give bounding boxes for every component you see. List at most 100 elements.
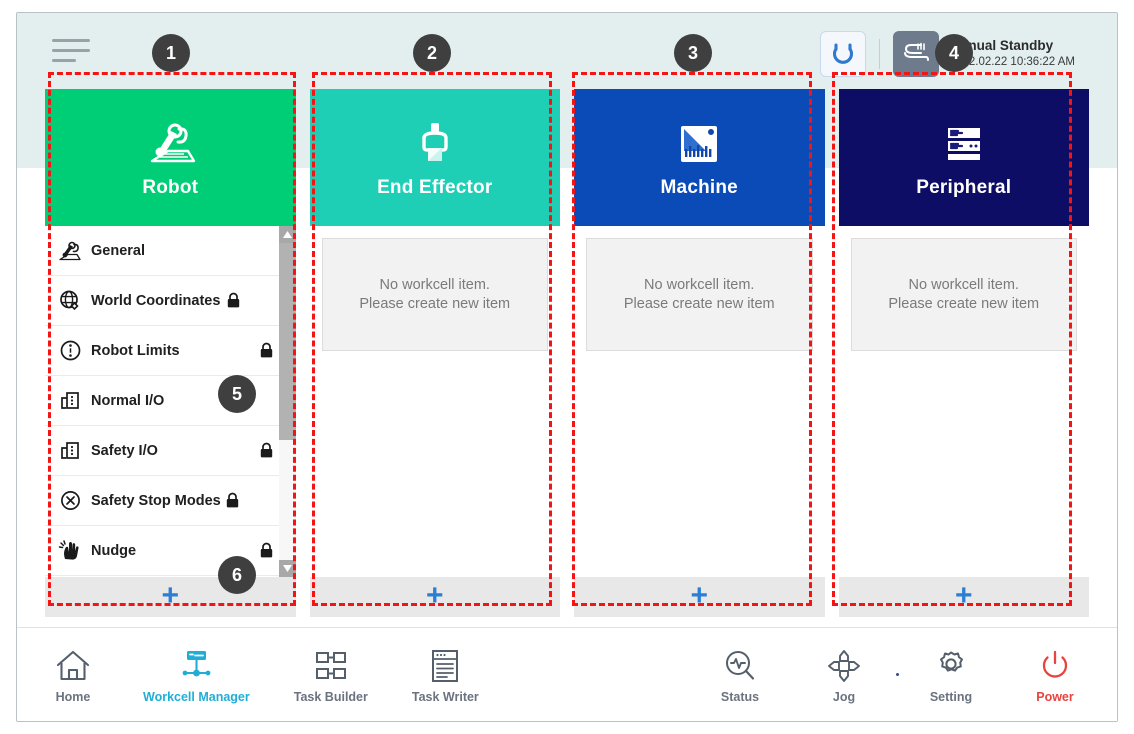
scroll-up-arrow-icon[interactable] — [278, 226, 296, 243]
nav-item-task-writer[interactable]: Task Writer — [412, 646, 479, 704]
list-item-world-coordinates[interactable]: World Coordinates — [45, 276, 296, 326]
list-item-label: Safety Stop Modes — [91, 492, 221, 509]
empty-line-1: No workcell item. — [908, 277, 1019, 293]
list-item-safety-io[interactable]: Safety I/O — [45, 426, 296, 476]
nav-label: Home — [55, 689, 91, 704]
add-robot-item-button[interactable]: + — [45, 577, 296, 617]
column-body-machine: No workcell item. Please create new item — [574, 226, 825, 577]
column-header-machine[interactable]: Machine — [574, 89, 825, 226]
stop-x-circle-icon — [53, 489, 87, 512]
nav-item-power[interactable]: Power — [1029, 646, 1081, 704]
list-item-general[interactable]: General — [45, 226, 296, 276]
nav-label: Status — [720, 689, 760, 704]
empty-line-1: No workcell item. — [379, 277, 490, 293]
lock-icon — [259, 342, 274, 359]
list-item-nudge[interactable]: Nudge — [45, 526, 296, 576]
column-header-peripheral[interactable]: Peripheral — [838, 89, 1089, 226]
list-item-label: General — [91, 242, 145, 259]
empty-state-panel: No workcell item. Please create new item — [321, 238, 548, 351]
hamburger-line — [52, 59, 76, 62]
column-title-machine: Machine — [660, 176, 738, 198]
add-end-effector-item-button[interactable]: + — [309, 577, 560, 617]
annotation-badge-6: 6 — [218, 556, 256, 594]
device-frame: Manual Standby 2022.02.22 10:36:22 AM — [16, 12, 1118, 722]
hamburger-line — [52, 39, 90, 42]
list-item-safety-stop-modes[interactable]: Safety Stop Modes — [45, 476, 296, 526]
io-port-icon — [53, 439, 87, 462]
nav-label: Power — [1036, 689, 1074, 704]
plus-icon: + — [425, 578, 444, 612]
list-item-robot-limits[interactable]: Robot Limits — [45, 326, 296, 376]
peripheral-rack-icon — [940, 117, 988, 171]
annotation-badge-1: 1 — [152, 34, 190, 72]
column-body-peripheral: No workcell item. Please create new item — [838, 226, 1089, 577]
column-header-end-effector[interactable]: End Effector — [309, 89, 560, 226]
column-title-end-effector: End Effector — [377, 176, 493, 198]
list-item-label: Safety I/O — [91, 442, 158, 459]
annotation-badge-5: 5 — [218, 375, 256, 413]
list-item-label: World Coordinates — [91, 292, 221, 309]
nav-label: Task Builder — [293, 689, 368, 704]
workcell-manager-icon — [176, 646, 216, 686]
empty-state-panel: No workcell item. Please create new item — [586, 238, 813, 351]
nav-item-task-builder[interactable]: Task Builder — [294, 646, 368, 704]
power-icon — [1038, 646, 1072, 686]
scrollbar-thumb[interactable] — [278, 243, 296, 440]
home-icon — [55, 646, 91, 686]
separator-dot — [896, 673, 899, 676]
nav-item-workcell-manager[interactable]: Workcell Manager — [143, 646, 250, 704]
task-writer-icon — [428, 646, 462, 686]
scroll-down-arrow-icon[interactable] — [278, 560, 296, 577]
empty-line-2: Please create new item — [888, 296, 1040, 312]
annotation-badge-3: 3 — [674, 34, 712, 72]
task-builder-icon — [311, 646, 351, 686]
nav-item-jog[interactable]: Jog — [818, 646, 870, 704]
globe-coordinate-icon — [53, 289, 87, 313]
empty-state-panel: No workcell item. Please create new item — [850, 238, 1077, 351]
empty-line-2: Please create new item — [359, 296, 511, 312]
column-robot: Robot — [45, 89, 296, 617]
nav-label: Task Writer — [411, 689, 479, 704]
bottom-nav-right-group: Status Jog — [714, 646, 1117, 704]
list-item-label: Robot Limits — [91, 342, 180, 359]
scrollbar-track[interactable] — [278, 243, 296, 560]
hamburger-line — [52, 49, 90, 52]
machine-icon — [676, 117, 722, 171]
nav-label: Setting — [929, 689, 973, 704]
column-title-peripheral: Peripheral — [916, 176, 1012, 198]
robot-settings-list: General World Coordinates — [45, 226, 296, 577]
nav-label: Workcell Manager — [143, 689, 250, 704]
list-item-normal-io[interactable]: Normal I/O — [45, 376, 296, 426]
io-port-icon — [53, 389, 87, 412]
lock-icon — [225, 492, 240, 509]
list-item-label: Nudge — [91, 542, 137, 559]
nav-item-home[interactable]: Home — [47, 646, 99, 704]
hamburger-menu-icon[interactable] — [52, 39, 92, 69]
jog-arrows-icon — [826, 646, 862, 686]
bottom-navigation-bar: Home Workcell Manager — [17, 627, 1117, 721]
status-pulse-icon — [722, 646, 758, 686]
nudge-hand-icon — [53, 539, 87, 562]
add-peripheral-item-button[interactable]: + — [838, 577, 1089, 617]
bottom-nav-left-group: Home Workcell Manager — [17, 646, 479, 704]
add-machine-item-button[interactable]: + — [574, 577, 825, 617]
column-body-robot: General World Coordinates — [45, 226, 296, 577]
plus-icon: + — [690, 578, 709, 612]
list-item-label: Normal I/O — [91, 392, 165, 409]
manual-hand-icon[interactable] — [892, 31, 939, 77]
column-body-end-effector: No workcell item. Please create new item — [309, 226, 560, 577]
workcell-columns: Robot — [17, 89, 1117, 617]
plus-icon: + — [954, 578, 973, 612]
nav-item-status[interactable]: Status — [714, 646, 766, 704]
reset-arc-icon[interactable] — [819, 31, 866, 77]
column-peripheral: Peripheral No workcell item. Please crea… — [838, 89, 1089, 617]
status-cluster: Manual Standby 2022.02.22 10:36:22 AM — [819, 31, 1075, 77]
robot-list-scrollbar[interactable] — [278, 226, 296, 577]
column-title-robot: Robot — [142, 176, 199, 198]
lock-icon — [259, 542, 274, 559]
status-divider — [878, 39, 880, 69]
nav-item-setting[interactable]: Setting — [925, 646, 977, 704]
column-header-robot[interactable]: Robot — [45, 89, 296, 226]
lock-icon — [226, 292, 241, 309]
empty-line-2: Please create new item — [623, 296, 775, 312]
